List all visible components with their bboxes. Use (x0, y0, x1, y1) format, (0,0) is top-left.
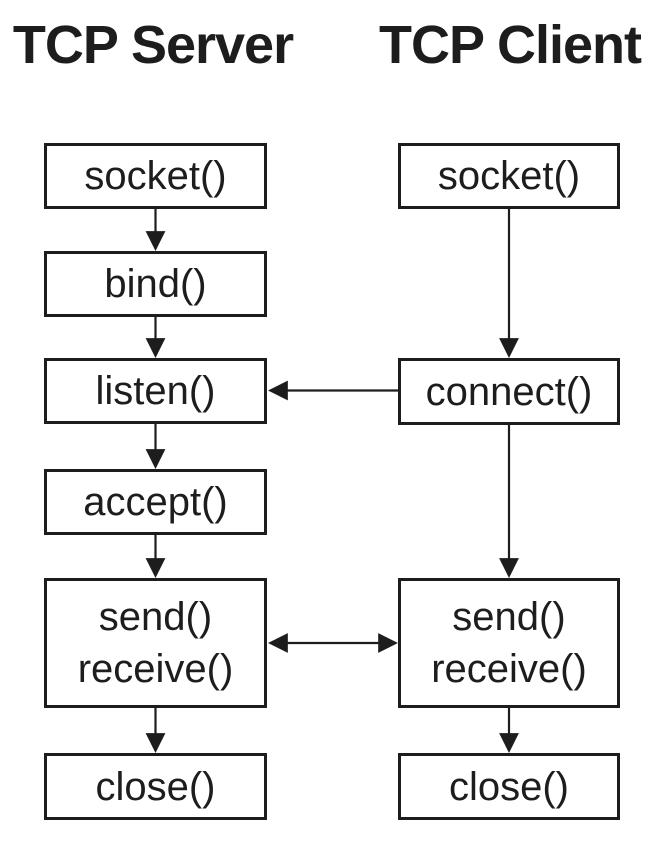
node-server-send-receive: send() receive() (44, 578, 267, 708)
node-client-close: close() (398, 753, 620, 820)
column-title-tcp-client: TCP Client (378, 15, 642, 75)
node-label: close() (95, 764, 216, 809)
node-label: listen() (95, 369, 216, 413)
node-label: receive() (431, 647, 587, 691)
column-title-tcp-server: TCP Server (12, 15, 294, 75)
node-label: receive() (77, 647, 234, 691)
node-label: send() (98, 595, 213, 639)
node-label: send() (452, 595, 566, 639)
node-label: bind() (104, 262, 207, 306)
node-client-connect: connect() (398, 358, 620, 425)
node-client-send-receive: send() receive() (398, 578, 620, 708)
node-server-close: close() (44, 753, 267, 820)
node-label: socket() (84, 154, 227, 198)
node-label: connect() (425, 369, 593, 414)
node-label: accept() (83, 480, 228, 524)
node-server-bind: bind() (44, 251, 267, 317)
node-server-socket: socket() (44, 143, 267, 209)
node-label: close() (448, 764, 570, 809)
node-client-socket: socket() (398, 143, 620, 209)
node-server-accept: accept() (44, 469, 267, 535)
node-server-listen: listen() (44, 358, 267, 424)
node-label: socket() (437, 154, 581, 198)
